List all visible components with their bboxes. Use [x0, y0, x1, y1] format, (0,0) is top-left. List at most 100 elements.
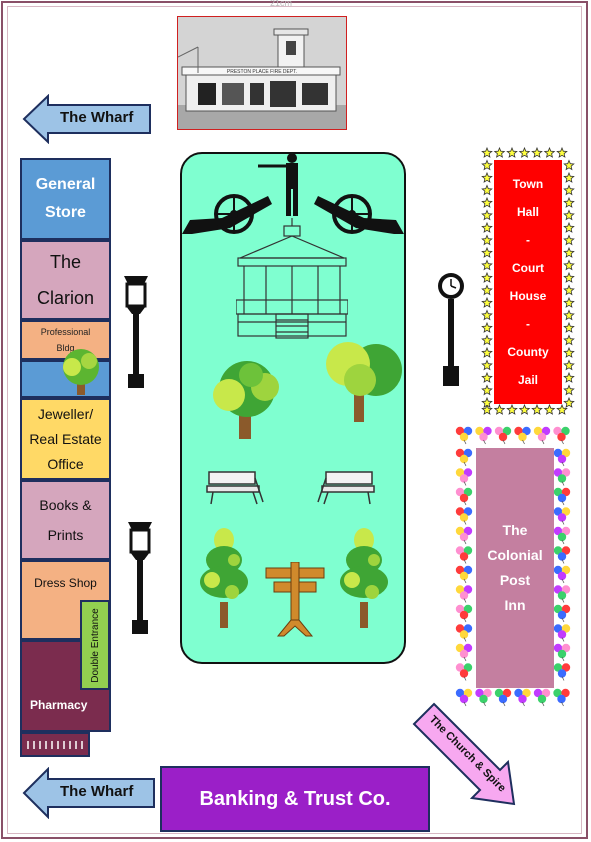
- wharf-arrow-top: The Wharf: [22, 94, 152, 144]
- balloon-cluster-icon: [455, 448, 473, 467]
- star-icon: [543, 403, 556, 415]
- star-icon: [563, 321, 575, 333]
- town-hall-court-house-jail: Town Hall - Court House - County Jail: [494, 160, 562, 404]
- clarion-label: The Clarion: [36, 252, 95, 308]
- small-tree-icon: [63, 349, 99, 395]
- pine-tree-icon: [200, 528, 248, 628]
- wharf-label-bottom: The Wharf: [60, 783, 134, 800]
- church-arrow: The Church & Spire: [410, 700, 520, 810]
- star-icon: [481, 296, 493, 308]
- star-icon: [481, 171, 493, 183]
- star-icon: [563, 384, 575, 396]
- balloon-cluster-icon: [553, 688, 570, 707]
- star-icon: [563, 171, 575, 183]
- star-icon: [563, 184, 575, 196]
- balloon-cluster-icon: [553, 546, 571, 564]
- star-icon: [563, 309, 575, 321]
- jeweller-line2: Real Estate: [29, 430, 102, 447]
- balloon-cluster-icon: [553, 426, 570, 445]
- star-icon: [481, 321, 493, 333]
- star-icon: [481, 246, 493, 258]
- star-icon: [481, 334, 493, 346]
- balloon-cluster-icon: [455, 426, 473, 445]
- balloon-cluster-icon: [553, 448, 571, 467]
- books-line2: Prints: [47, 527, 84, 543]
- balloon-cluster-icon: [455, 565, 473, 584]
- star-icon: [563, 284, 575, 296]
- star-icon: [481, 234, 493, 246]
- jeweller-real-estate: Jeweller/ Real Estate Office: [20, 398, 111, 480]
- cannons-and-soldier-icon: [182, 153, 404, 234]
- jeweller-line1: Jeweller/: [37, 405, 94, 422]
- general-store-label: General Store: [35, 176, 96, 221]
- star-icon: [481, 284, 493, 296]
- ruler-label: 21cm: [270, 0, 293, 8]
- star-icon: [531, 146, 543, 158]
- star-icon: [481, 271, 493, 283]
- star-icon: [493, 146, 506, 158]
- bench-icon: [317, 471, 375, 505]
- star-icon: [531, 403, 543, 415]
- the-clarion: The Clarion: [20, 240, 111, 320]
- balloon-cluster-icon: [455, 624, 473, 642]
- star-icon: [563, 209, 575, 221]
- star-icon: [563, 334, 575, 346]
- professional-bldg: Professional Bldg: [20, 320, 111, 360]
- star-icon: [481, 184, 493, 196]
- balloon-cluster-icon: [553, 526, 571, 545]
- town-hall-line: County: [507, 345, 549, 359]
- star-icon: [481, 359, 493, 371]
- star-icon: [556, 146, 568, 158]
- pharmacy-steps: [20, 732, 90, 757]
- balloon-cluster-icon: [455, 643, 473, 662]
- balloon-cluster-icon: [455, 585, 473, 603]
- star-icon: [481, 196, 493, 208]
- star-icon: [481, 159, 493, 171]
- star-icon: [481, 309, 493, 321]
- balloon-cluster-icon: [455, 663, 473, 681]
- star-icon: [506, 403, 518, 415]
- balloon-cluster-icon: [553, 507, 571, 525]
- balloon-cluster-icon: [553, 468, 571, 486]
- balloon-cluster-icon: [514, 688, 531, 707]
- clock-post-icon: [438, 273, 464, 386]
- balloon-cluster-icon: [455, 507, 473, 525]
- general-store: General Store: [20, 158, 111, 240]
- gazebo-icon: [236, 218, 348, 339]
- double-entrance: Double Entrance: [80, 600, 110, 690]
- fire-dept-photo: PRESTON PLACE FIRE DEPT.: [177, 16, 347, 130]
- star-icon: [481, 371, 493, 383]
- pine-tree-icon: [340, 528, 388, 628]
- tree-icon: [326, 342, 402, 422]
- star-icon: [481, 403, 493, 415]
- town-hall-star-border: [480, 146, 576, 416]
- jeweller-line3: Office: [47, 455, 84, 472]
- inn-line: Post: [499, 572, 531, 588]
- star-icon: [563, 371, 575, 383]
- balloon-cluster-icon: [455, 526, 473, 545]
- star-icon: [518, 403, 531, 415]
- town-hall-line: Jail: [517, 373, 538, 387]
- star-icon: [556, 403, 568, 415]
- balloon-cluster-icon: [553, 604, 571, 623]
- town-hall-line: Hall: [516, 205, 539, 219]
- page-inner-frame: [7, 6, 582, 834]
- star-icon: [543, 146, 556, 158]
- star-icon: [518, 146, 531, 158]
- steps-marks: [27, 741, 83, 749]
- star-icon: [481, 384, 493, 396]
- balloon-cluster-icon: [455, 546, 473, 564]
- balloon-cluster-icon: [553, 585, 571, 603]
- stocks-icon: [265, 562, 325, 637]
- star-icon: [563, 221, 575, 233]
- star-icon: [563, 159, 575, 171]
- fire-dept-sign: PRESTON PLACE FIRE DEPT.: [227, 69, 297, 75]
- wharf-label-top: The Wharf: [60, 109, 134, 126]
- colonial-post-inn: The Colonial Post Inn: [476, 448, 554, 688]
- star-icon: [563, 234, 575, 246]
- balloon-cluster-icon: [533, 688, 551, 707]
- inn-line: The: [502, 522, 528, 538]
- star-icon: [506, 146, 518, 158]
- balloon-cluster-icon: [455, 604, 473, 623]
